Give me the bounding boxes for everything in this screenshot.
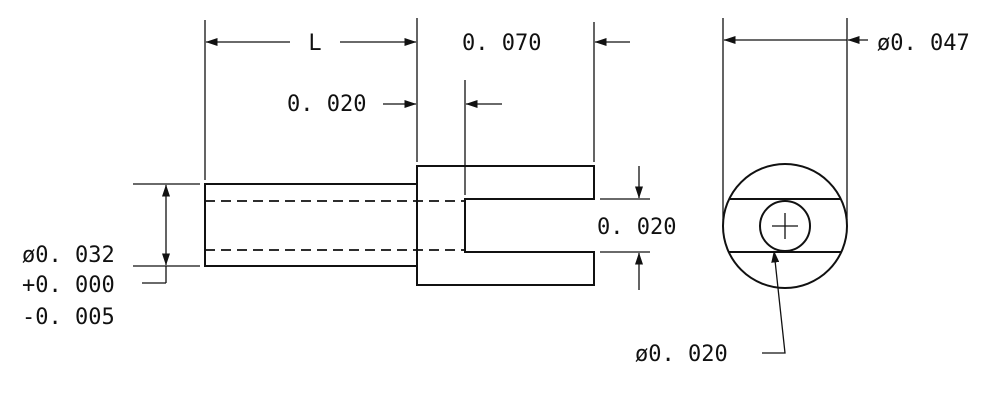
bore-diameter-leader <box>762 250 786 354</box>
dimension-slot-offset: 0. 020 <box>287 92 502 117</box>
dimension-bore-diameter: ø0. 020 <box>635 250 786 367</box>
side-view <box>204 165 595 286</box>
dimension-outer-diameter: ø0. 047 <box>722 18 970 220</box>
dimension-shank-diameter: ø0. 032 +0. 000 -0. 005 <box>22 184 170 330</box>
bore-diameter-label: ø0. 020 <box>635 342 728 367</box>
dimension-slot-width: 0. 070 <box>462 31 630 56</box>
shank-outline <box>204 183 418 267</box>
outer-diameter-label: ø0. 047 <box>877 31 970 56</box>
extension-lines <box>133 18 650 267</box>
length-label: L <box>308 31 321 56</box>
slot-offset-label: 0. 020 <box>287 92 366 117</box>
head-outline <box>416 165 595 286</box>
dimension-slot-height: 0. 020 <box>597 166 676 290</box>
slot-width-label: 0. 070 <box>462 31 541 56</box>
outer-circle <box>722 163 848 289</box>
shank-diameter-label: ø0. 032 <box>22 243 115 268</box>
tolerance-minus-label: -0. 005 <box>22 305 115 330</box>
dimension-length: L <box>205 31 417 56</box>
tolerance-plus-label: +0. 000 <box>22 273 115 298</box>
slot-height-label: 0. 020 <box>597 215 676 240</box>
bore-circle <box>759 200 811 252</box>
end-view <box>722 163 848 289</box>
